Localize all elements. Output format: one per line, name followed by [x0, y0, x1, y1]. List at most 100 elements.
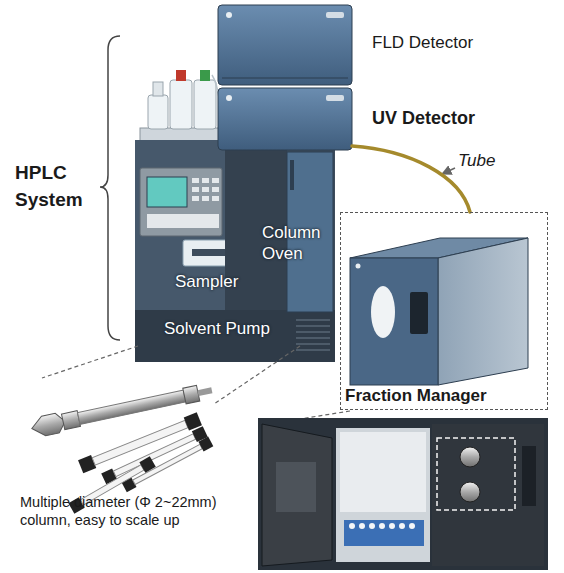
main-body-part	[135, 310, 335, 362]
uv-module-part	[326, 95, 344, 101]
solvent-bottles	[140, 70, 224, 150]
solvent-bottles-part	[170, 80, 192, 129]
main-body-part-part	[192, 178, 199, 183]
system-bracket-part	[100, 36, 120, 340]
leader-dashes-part	[214, 346, 300, 404]
dashed-group-box: Fraction Manager	[340, 212, 548, 410]
leader-dashes	[42, 346, 350, 419]
main-body-part-part	[192, 187, 199, 192]
open-fraction-manager-photo-part	[340, 432, 426, 512]
main-body-part-part	[296, 325, 330, 326]
columns-photo-part-part	[198, 437, 213, 452]
open-fraction-manager-photo-part	[258, 418, 548, 570]
main-body	[135, 140, 335, 362]
open-fraction-manager-photo-part-part	[409, 523, 415, 529]
part-label: Column Oven	[262, 222, 324, 265]
main-body-part-part	[296, 337, 330, 338]
open-fraction-manager-photo-part	[344, 520, 424, 546]
columns-photo-part	[101, 426, 208, 484]
solvent-bottles-part	[194, 80, 216, 129]
solvent-bottles-part	[153, 82, 163, 96]
open-fraction-manager-photo-part	[437, 438, 515, 510]
tube-connector	[352, 146, 470, 212]
leader-dashes-part	[42, 346, 138, 378]
columns-photo	[30, 380, 214, 513]
solvent-bottles-part	[140, 128, 224, 142]
fld-module	[218, 5, 352, 85]
callout-label: Tube	[458, 150, 518, 171]
open-fraction-manager-photo-part	[460, 447, 480, 467]
fld-module-part	[226, 12, 232, 18]
open-fraction-manager-photo-part	[276, 462, 316, 512]
main-body-part-part	[212, 187, 219, 192]
main-body-part-part	[296, 343, 330, 344]
part-label: Sampler	[175, 271, 265, 292]
main-body-part-part	[212, 196, 219, 201]
uv-module	[218, 88, 352, 150]
part-label: Solvent Pump	[164, 318, 294, 339]
open-fraction-manager-photo-part	[432, 424, 544, 566]
caption-note: Multiple diameter (Φ 2~22mm) column, eas…	[20, 493, 228, 529]
main-body-part	[140, 168, 222, 236]
open-fraction-manager-photo-part-part	[359, 523, 365, 529]
node-label: UV Detector	[372, 108, 475, 129]
fraction-manager-device	[350, 238, 528, 385]
main-body-part	[147, 177, 187, 207]
columns-photo-part-part	[198, 387, 213, 396]
columns-photo-part-part	[184, 412, 202, 430]
columns-photo-part	[30, 380, 214, 438]
columns-photo-part-part	[78, 390, 186, 424]
tube-leader	[442, 168, 455, 174]
open-fraction-manager-photo-part	[336, 428, 430, 562]
fraction-manager-device-part	[438, 238, 528, 385]
fld-module-part	[218, 5, 352, 85]
uv-module-part	[218, 88, 352, 150]
fraction-manager-device-part	[356, 264, 361, 269]
open-fraction-manager-photo	[258, 418, 548, 570]
open-fraction-manager-photo-part-part	[379, 523, 385, 529]
main-body-part-part	[202, 187, 209, 192]
main-body-part	[135, 140, 335, 362]
main-body-part	[296, 320, 330, 350]
open-fraction-manager-photo-part-part	[369, 523, 375, 529]
columns-photo-part	[122, 437, 214, 493]
main-body-part-part	[202, 196, 209, 201]
columns-photo-part-part	[183, 385, 200, 404]
solvent-bottles-part	[200, 70, 210, 81]
main-body-part-part	[147, 214, 219, 228]
tube-leader-part	[442, 168, 455, 174]
column-oven-door-part	[290, 160, 294, 190]
uv-module-part	[226, 95, 232, 101]
fld-module-part	[326, 12, 344, 18]
main-body-part-part	[296, 319, 330, 320]
fld-module-part	[222, 78, 348, 79]
open-fraction-manager-photo-part	[460, 482, 480, 502]
main-body-part-part	[192, 196, 199, 201]
fraction-manager-device-part	[350, 258, 438, 385]
open-fraction-manager-photo-part	[262, 424, 332, 566]
node-label: FLD Detector	[372, 33, 473, 53]
detector-module: UV Detector	[218, 88, 352, 150]
solvent-bottles-part	[176, 70, 186, 81]
open-fraction-manager-photo-part	[349, 523, 415, 529]
leader-dashes-part	[300, 411, 350, 419]
fraction-manager-device-part	[371, 286, 395, 338]
main-body-part-part	[296, 349, 330, 350]
open-fraction-manager-photo-part-part	[349, 523, 355, 529]
fraction-manager-device-part	[410, 292, 428, 334]
solvent-bottles-part	[148, 95, 168, 129]
open-fraction-manager-photo-part	[522, 446, 536, 506]
main-body-part-part	[202, 178, 209, 183]
main-body-part	[147, 178, 219, 228]
columns-photo-part-part	[139, 456, 155, 472]
detector-module: FLD Detector	[218, 5, 352, 85]
main-body-part-part	[296, 331, 330, 332]
main-body-part	[192, 249, 230, 256]
open-fraction-manager-photo-part-part	[399, 523, 405, 529]
system-label: HPLC System	[15, 160, 99, 213]
system-bracket	[100, 36, 120, 340]
main-body-part-part	[212, 178, 219, 183]
